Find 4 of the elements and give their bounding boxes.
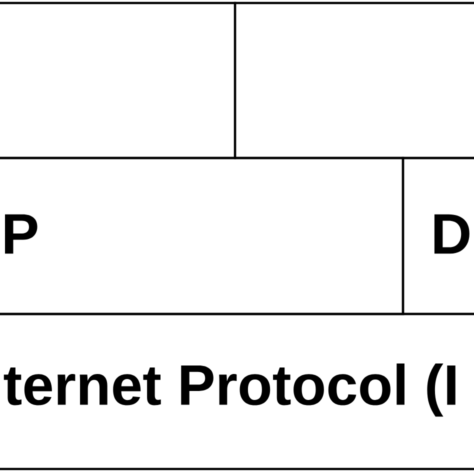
- layer-box: D: [402, 156, 474, 316]
- layer-box: P: [0, 156, 404, 316]
- layer-box: ternet Protocol (I: [0, 312, 474, 470]
- empty-box: [234, 2, 474, 160]
